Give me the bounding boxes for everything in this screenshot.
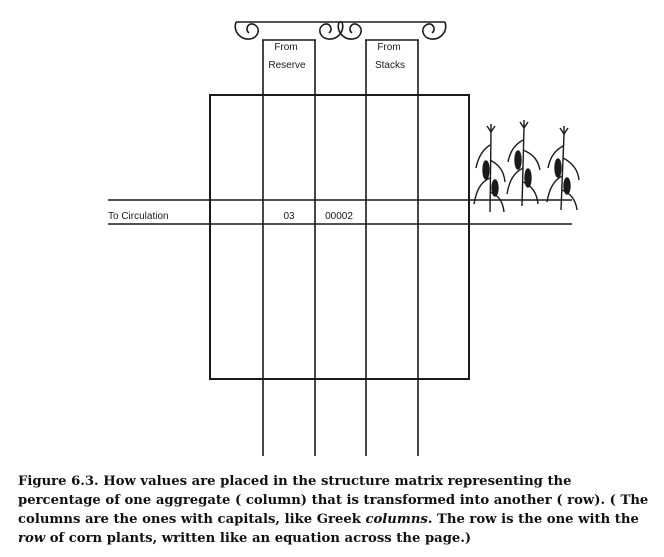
caption-italic-row: row <box>18 531 46 546</box>
column-lines <box>262 40 419 456</box>
figure-caption: Figure 6.3. How values are placed in the… <box>18 472 654 548</box>
row-label: To Circulation <box>108 211 169 222</box>
matrix-box <box>209 94 470 380</box>
caption-part3: of corn plants, written like an equation… <box>45 531 472 546</box>
ionic-capital-reserve <box>234 21 344 41</box>
column-reserve-header-line2: Reserve <box>268 60 306 71</box>
ionic-capital-stacks <box>337 21 447 41</box>
cell-reserve-value: 03 <box>283 211 295 222</box>
column-stacks-header-line2: Stacks <box>375 60 405 71</box>
caption-part1: Figure 6.3. How values are placed in the… <box>18 474 649 527</box>
caption-part2: . The row is the one with the <box>427 512 639 527</box>
cell-stacks-value: 00002 <box>325 211 353 222</box>
corn-plants-icon <box>473 120 580 213</box>
row-lines <box>108 199 572 225</box>
column-reserve-header-line1: From <box>274 42 297 53</box>
caption-italic-columns: columns <box>365 512 428 527</box>
column-stacks-header-line1: From <box>377 42 400 53</box>
structure-matrix-diagram: From Reserve From Stacks To Circulation … <box>108 21 580 456</box>
